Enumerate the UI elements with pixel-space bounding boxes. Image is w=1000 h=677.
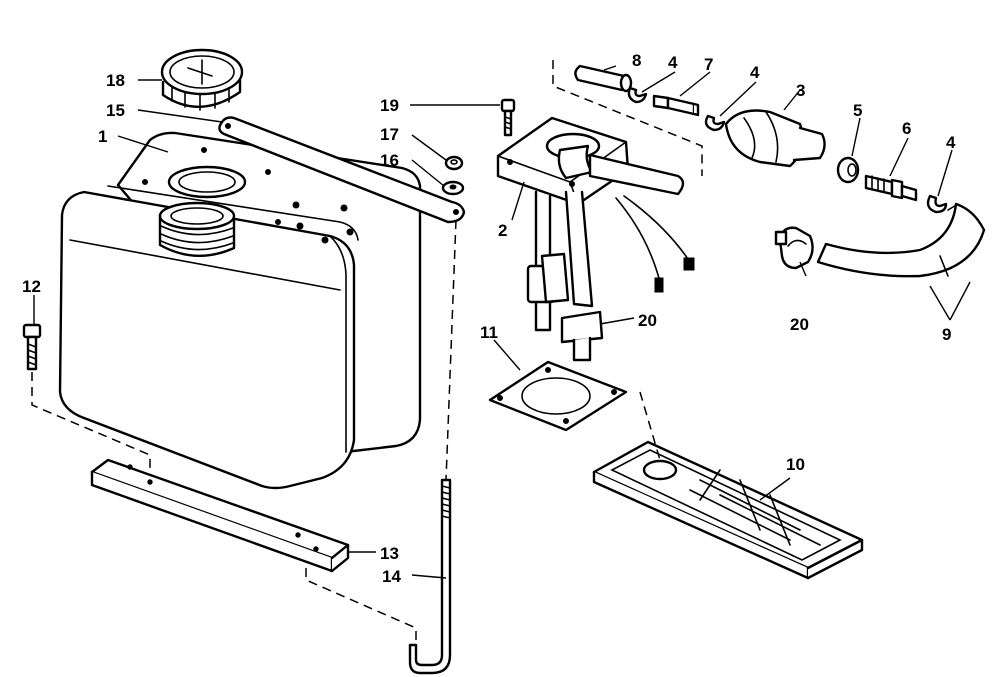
callout-3: 3 (796, 81, 805, 100)
callout-1: 1 (98, 127, 107, 146)
filler-cap-gauge (160, 48, 244, 111)
clamp-4-a (627, 86, 648, 104)
callout-14: 14 (382, 567, 401, 586)
callout-4c: 4 (946, 133, 956, 152)
callout-20b: 20 (790, 315, 809, 334)
connector-7 (652, 94, 700, 117)
clamp-4-b (704, 114, 726, 132)
collar-5 (836, 156, 860, 184)
callout-7: 7 (704, 55, 713, 74)
callouts: 1 2 3 4 4 4 5 6 7 8 9 10 11 12 13 14 15 … (22, 51, 956, 586)
callout-11: 11 (480, 323, 498, 342)
fuel-hose-9 (816, 202, 986, 278)
gasket-11 (488, 360, 628, 432)
callout-15: 15 (106, 101, 125, 120)
nut-17 (444, 155, 464, 171)
callout-10: 10 (786, 455, 805, 474)
callout-4a: 4 (668, 53, 678, 72)
screw-19 (500, 98, 516, 137)
hose-8 (574, 64, 633, 93)
callout-18: 18 (106, 71, 125, 90)
hose-clamp-20 (774, 226, 814, 270)
pickup-assembly (496, 116, 695, 362)
callout-6: 6 (902, 119, 911, 138)
callout-9: 9 (942, 325, 951, 344)
callout-8: 8 (632, 51, 641, 70)
clamp-4-c (926, 194, 948, 214)
callout-5: 5 (853, 101, 862, 120)
callout-19: 19 (380, 96, 399, 115)
bolt-12 (22, 323, 42, 371)
tank-strap (218, 116, 466, 224)
callout-12: 12 (22, 277, 41, 296)
callout-2: 2 (498, 221, 507, 240)
callout-16: 16 (380, 151, 399, 170)
fitting-6 (864, 174, 918, 202)
fuel-tank (58, 131, 422, 490)
washer-16 (441, 180, 465, 196)
callout-13: 13 (380, 544, 399, 563)
leader-lines (33, 65, 971, 579)
callout-20a: 20 (638, 311, 657, 330)
filter-plate-10 (592, 440, 864, 580)
callout-17: 17 (380, 125, 399, 144)
hook-rod-14 (408, 478, 452, 675)
primer-bulb-3 (724, 109, 826, 168)
mounting-bracket-13 (90, 458, 350, 573)
assembly-dashed-lines (31, 60, 703, 645)
callout-4b: 4 (750, 63, 760, 82)
